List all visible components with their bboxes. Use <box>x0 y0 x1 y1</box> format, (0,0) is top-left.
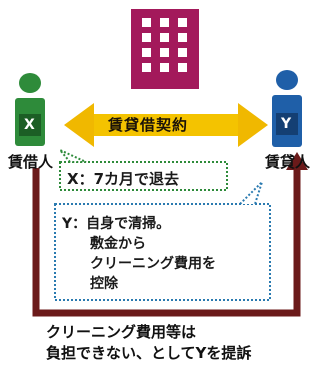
bottom-message-line: クリーニング費用等は <box>46 323 197 341</box>
bottom-message: クリーニング費用等は 負担できない、としてYを提訴 <box>46 322 251 364</box>
y-message: Y：自身で清掃。 敷金から クリーニング費用を 控除 <box>62 214 216 294</box>
lawsuit-arrow-icon <box>32 152 308 317</box>
x-callout-box <box>59 149 228 191</box>
y-message-line: クリーニング費用を <box>90 256 216 272</box>
x-message: X：7カ月で退去 <box>67 170 180 188</box>
y-message-line: 敷金から <box>90 236 146 252</box>
y-message-line: 控除 <box>90 276 118 292</box>
y-callout-box <box>54 181 271 301</box>
y-message-line: Y：自身で清掃。 <box>62 216 171 232</box>
building-icon <box>131 9 199 89</box>
person-x-letter: X <box>24 117 35 133</box>
label-lessor: 賃貸人 <box>265 153 311 171</box>
person-y-letter: Y <box>281 116 292 132</box>
label-lessee: 賃借人 <box>8 153 54 171</box>
person-x-icon <box>15 73 45 146</box>
bottom-message-line: 負担できない、としてYを提訴 <box>46 344 252 362</box>
contract-label: 賃貸借契約 <box>108 116 189 134</box>
person-y-icon <box>272 70 302 147</box>
double-arrow-icon <box>64 103 268 147</box>
